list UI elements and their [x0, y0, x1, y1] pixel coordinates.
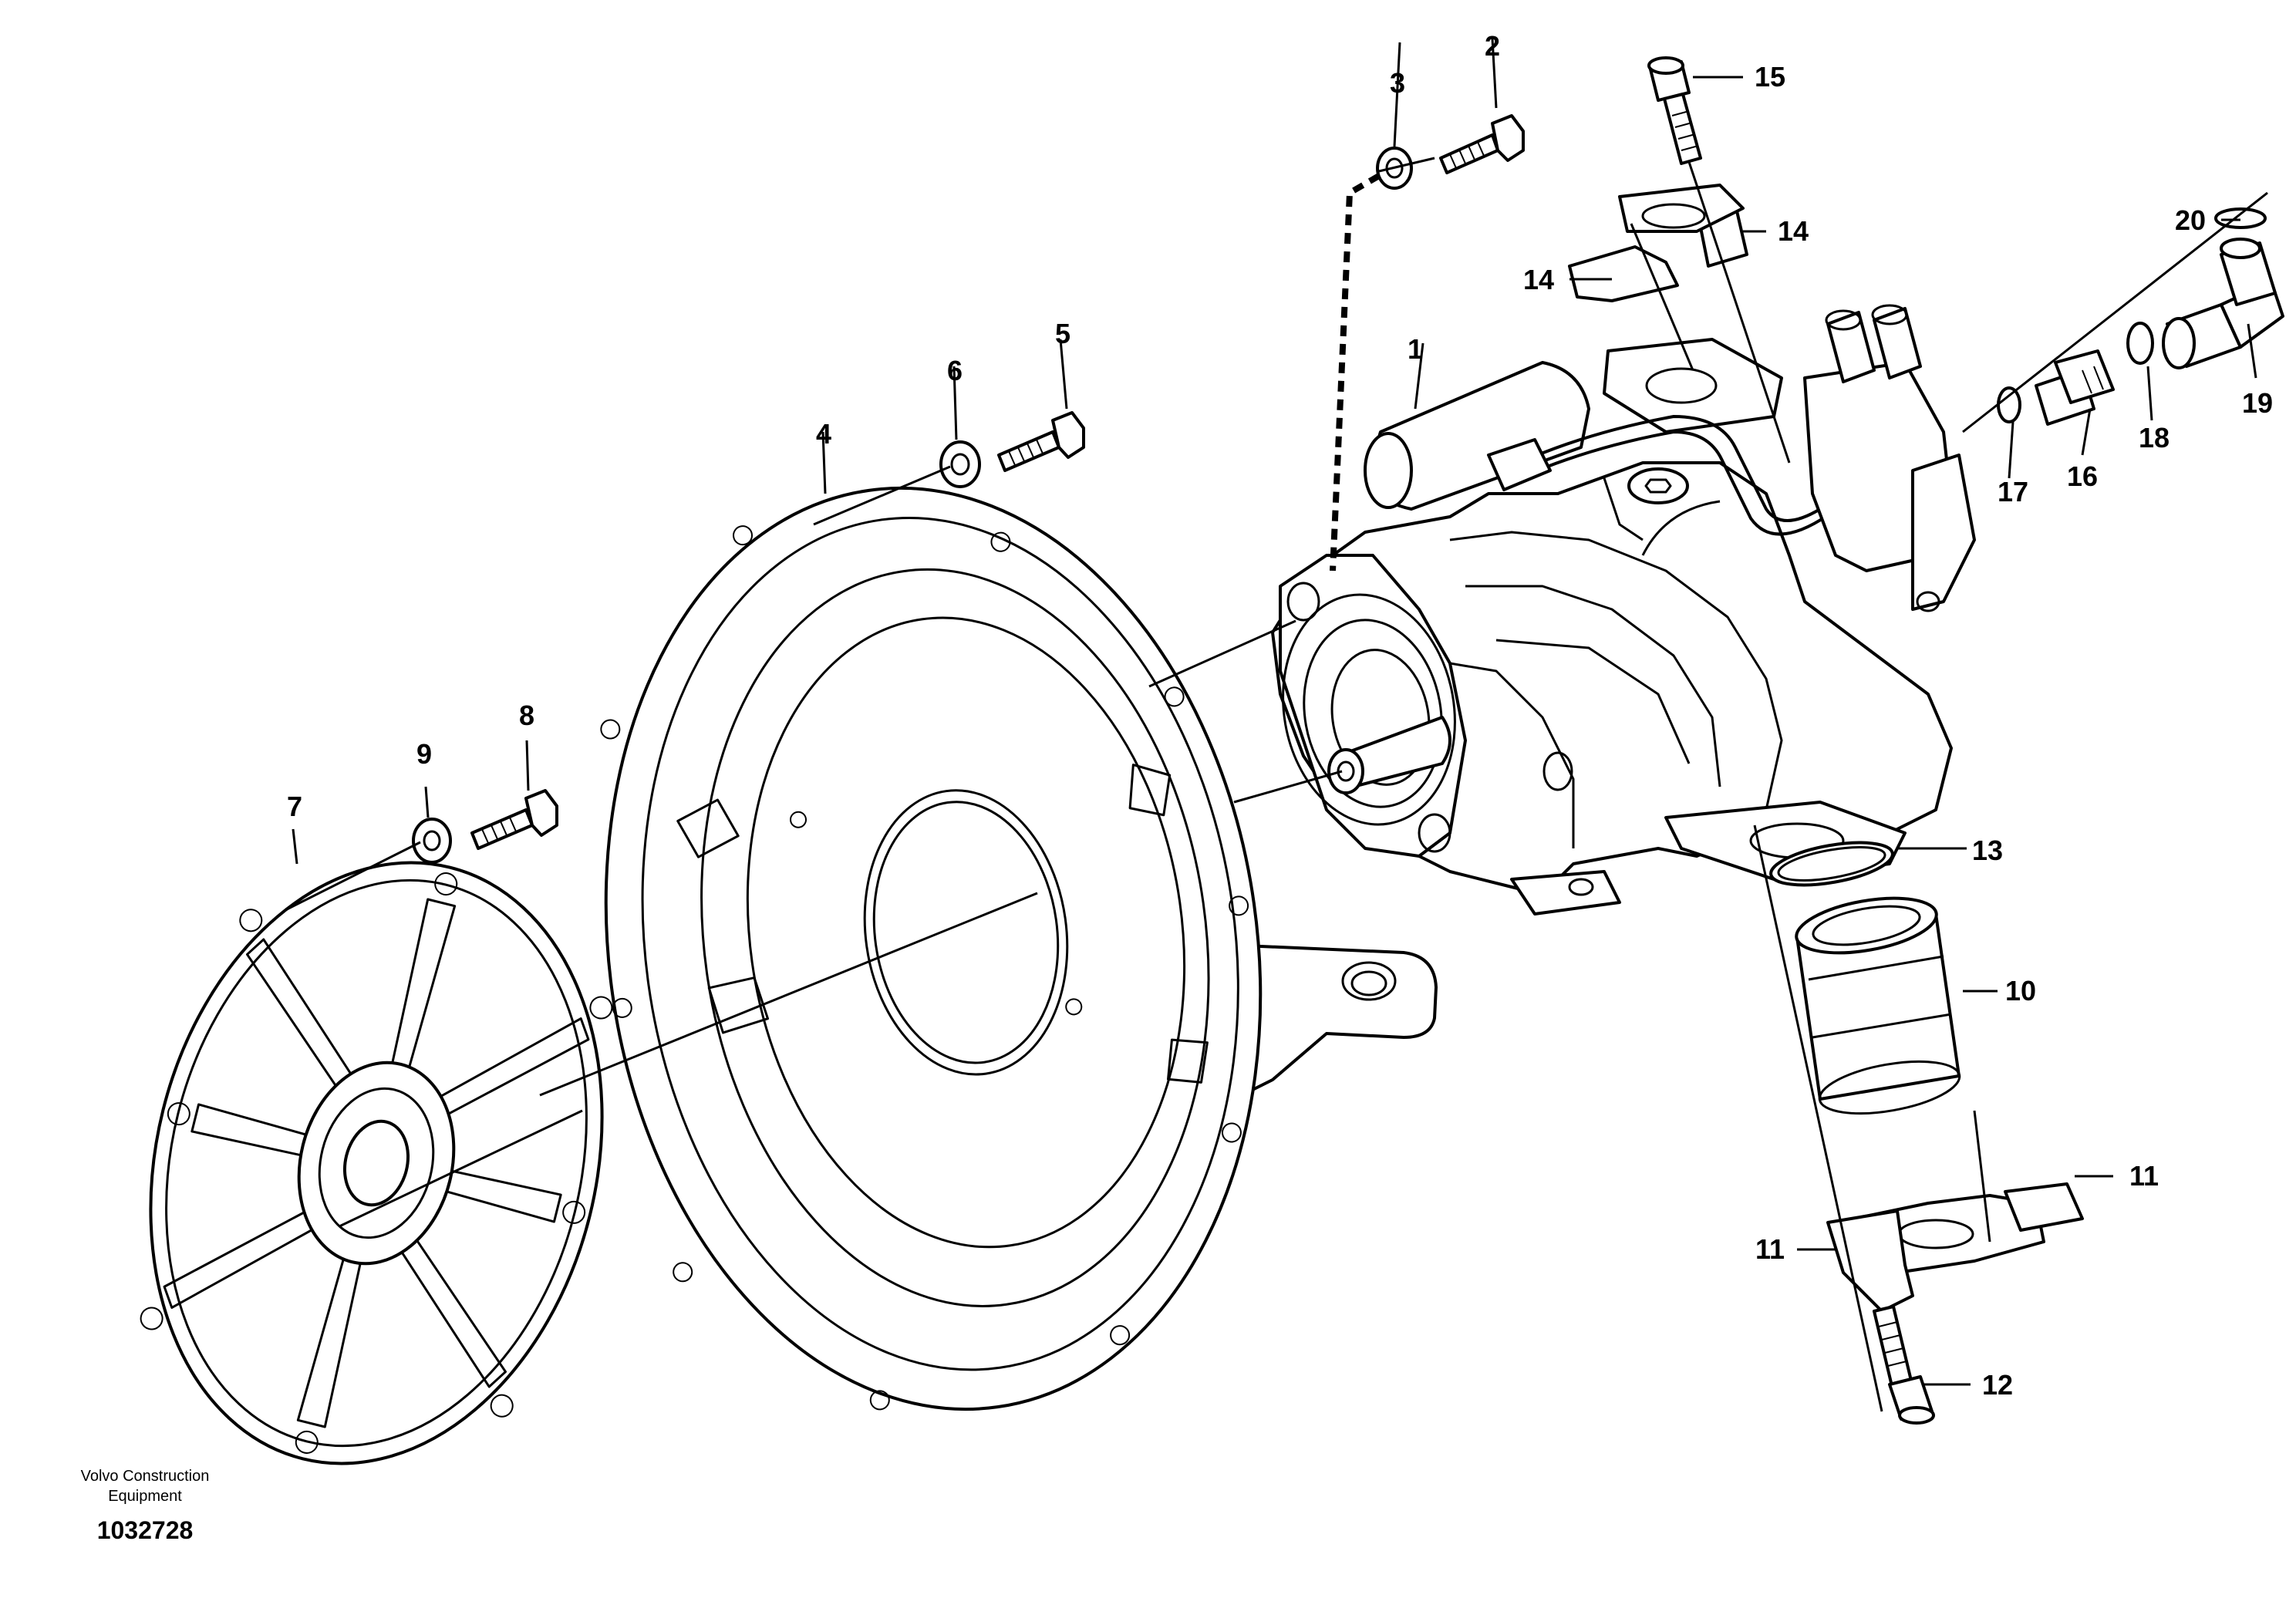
screw-part-15 — [1647, 56, 1702, 165]
label-part-13: 13 — [1972, 835, 2003, 866]
label-part-20: 20 — [2175, 204, 2206, 236]
label-part-18: 18 — [2139, 422, 2170, 454]
bolt-part-8 — [470, 789, 558, 850]
o-ring-part-17 — [1997, 386, 2021, 423]
label-part-16: 16 — [2067, 460, 2098, 492]
elbow-fitting-part-19 — [2162, 238, 2284, 369]
credit-line-1: Volvo Construction — [81, 1468, 210, 1485]
hydraulic-pump-part-1 — [1271, 304, 1976, 916]
sleeve-part-10 — [1795, 896, 1961, 1115]
label-part-10: 10 — [2005, 975, 2036, 1007]
o-ring-part-18 — [2126, 322, 2154, 365]
label-part-14-right: 14 — [1778, 215, 1809, 247]
o-ring-part-20 — [2214, 207, 2267, 229]
label-part-5: 5 — [1055, 318, 1070, 349]
label-part-11-right: 11 — [2129, 1160, 2159, 1192]
bolt-part-5 — [997, 411, 1085, 472]
mounting-flange-part-4 — [600, 486, 1438, 1411]
label-part-3: 3 — [1390, 67, 1405, 99]
label-part-4: 4 — [816, 418, 831, 450]
label-part-15: 15 — [1755, 61, 1785, 93]
adapter-part-16 — [2035, 349, 2115, 426]
part-number-labels: 1 2 3 4 5 6 7 8 9 10 11 11 12 13 14 14 1… — [287, 30, 2273, 1401]
rear-cover-part-7 — [140, 861, 613, 1465]
screw-part-12 — [1873, 1305, 1935, 1425]
label-part-2: 2 — [1485, 30, 1500, 62]
label-part-1: 1 — [1408, 333, 1423, 365]
washer-part-9 — [412, 818, 452, 864]
label-part-6: 6 — [947, 355, 963, 386]
assembly-lines — [285, 38, 2268, 1412]
document-number: 1032728 — [97, 1516, 194, 1544]
credit-line-2: Equipment — [108, 1488, 182, 1505]
credit-block: Volvo Construction Equipment 1032728 — [81, 1468, 210, 1544]
label-part-12: 12 — [1982, 1369, 2013, 1401]
label-part-14-left: 14 — [1523, 264, 1554, 295]
o-ring-part-13 — [1769, 841, 1894, 887]
washer-part-6 — [939, 440, 981, 488]
label-part-11-left: 11 — [1755, 1233, 1785, 1265]
label-part-7: 7 — [287, 791, 302, 822]
split-flange-part-11 — [1826, 1182, 2084, 1313]
label-part-8: 8 — [519, 700, 534, 731]
label-part-19: 19 — [2242, 387, 2273, 419]
label-part-17: 17 — [1998, 476, 2028, 508]
split-flange-part-14 — [1568, 184, 1748, 302]
bolt-part-2 — [1439, 114, 1525, 174]
label-part-9: 9 — [416, 738, 432, 770]
